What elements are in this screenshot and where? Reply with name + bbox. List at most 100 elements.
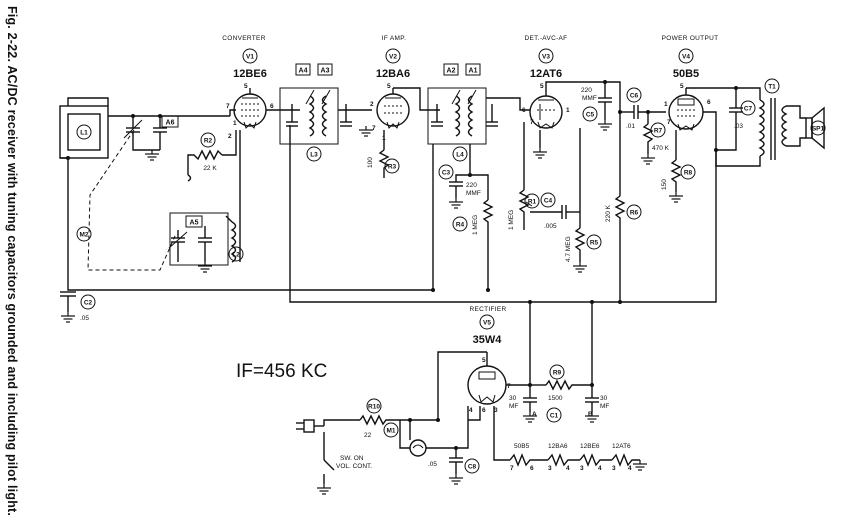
capacitor-c3: C3 220 MMF bbox=[438, 144, 481, 209]
tube-v3-type: 12AT6 bbox=[530, 68, 562, 80]
c3-value-1: 220 bbox=[466, 182, 477, 189]
tag-a2-text: A2 bbox=[447, 68, 456, 75]
tag-a5: A5 bbox=[185, 215, 203, 228]
tag-a1-text: A1 bbox=[469, 68, 478, 75]
r7-ref: R7 bbox=[654, 128, 663, 135]
tube-v4-ref: V4 bbox=[678, 48, 694, 64]
r4-ref: R4 bbox=[456, 222, 465, 229]
r10-value: 22 bbox=[364, 432, 372, 439]
capacitor-c5: C5 220 MMF bbox=[581, 82, 613, 131]
r6-ref: R6 bbox=[630, 210, 639, 217]
v1-grid-lead bbox=[229, 109, 236, 116]
c4-ref: C4 bbox=[544, 198, 553, 205]
v5-pin-4: 4 bbox=[469, 407, 473, 414]
l1-label: L1 bbox=[80, 130, 88, 137]
m2-label: M2 bbox=[76, 226, 92, 242]
capacitor-c6: C6 .01 bbox=[620, 87, 666, 130]
heater-pin-f: 4 bbox=[598, 465, 602, 472]
v4-screen-lead bbox=[703, 111, 717, 150]
oscillator-tank bbox=[168, 130, 241, 273]
r5-value: 4.7 MEG bbox=[565, 236, 572, 262]
ground-return-bus bbox=[67, 144, 489, 291]
resistor-r9: R9 1500 bbox=[530, 364, 592, 402]
b-plus-bus bbox=[289, 125, 717, 392]
c2-value: .05 bbox=[80, 315, 89, 322]
v1-pin-6: 6 bbox=[270, 103, 274, 110]
v4-pin-6: 6 bbox=[707, 99, 711, 106]
r1-value: 1 MEG bbox=[508, 210, 515, 230]
v5-cathode-lead bbox=[506, 320, 531, 386]
v4-pin-5: 5 bbox=[680, 83, 684, 90]
r4-value: 1 MEG bbox=[472, 215, 479, 235]
r8-ref: R8 bbox=[684, 170, 693, 177]
section-label-if-amp: IF AMP. bbox=[382, 35, 406, 42]
tube-v1-type: 12BE6 bbox=[233, 68, 267, 80]
tag-a6: A6 bbox=[161, 115, 179, 128]
filter-capacitor-c1b: 30 MF B bbox=[584, 392, 609, 423]
tag-a1: A1 bbox=[465, 63, 481, 76]
c5-value-1: 220 bbox=[581, 87, 592, 94]
capacitor-c8: C8 .05 bbox=[428, 448, 480, 485]
tag-a4-text: A4 bbox=[299, 68, 308, 75]
c5-ref: C5 bbox=[586, 112, 595, 119]
capacitor-c7: C7 .03 bbox=[716, 88, 756, 151]
tube-v3-ref-text: V3 bbox=[542, 54, 550, 61]
heater-pin-g: 3 bbox=[612, 465, 616, 472]
speaker-sp1: SP1 bbox=[786, 105, 826, 150]
tube-v1-envelope bbox=[233, 88, 267, 129]
v5-pin-3: 3 bbox=[494, 407, 498, 414]
c8-value: .05 bbox=[428, 461, 437, 468]
if-transformer-1 bbox=[279, 87, 372, 145]
section-label-converter: CONVERTER bbox=[222, 35, 265, 42]
sp1-label: SP1 bbox=[812, 126, 825, 133]
c1a-value: 30 bbox=[509, 395, 517, 402]
c2-ref: C2 bbox=[84, 300, 93, 307]
heater-label-12ba6: 12BA6 bbox=[548, 443, 568, 450]
l4-label-text: L4 bbox=[456, 152, 464, 159]
c1a-tag: A bbox=[532, 411, 537, 418]
v2-pin-7: 7 bbox=[372, 125, 376, 132]
heater-label-50b5: 50B5 bbox=[514, 443, 530, 450]
power-switch: SW. ON VOL. CONT. bbox=[316, 450, 372, 495]
resistor-r10: R10 22 bbox=[359, 398, 438, 439]
resistor-r2: R2 22 K bbox=[187, 130, 237, 182]
tube-v2-ref: V2 bbox=[385, 48, 401, 64]
tube-v5-envelope bbox=[467, 352, 507, 405]
r3-value: 100 bbox=[367, 157, 374, 168]
v3-ground bbox=[532, 147, 548, 159]
heater-pin-h: 4 bbox=[628, 465, 632, 472]
tuning-capacitor-antenna bbox=[123, 116, 167, 161]
resistor-r3: R3 100 bbox=[367, 130, 400, 178]
c1-label: C1 bbox=[546, 407, 562, 423]
m2-label-text: M2 bbox=[79, 232, 88, 239]
resistor-r5: R5 4.7 MEG bbox=[565, 128, 602, 273]
if-frequency-label: IF=456 KC bbox=[236, 361, 327, 382]
heater-pin-d: 4 bbox=[566, 465, 570, 472]
v2-pin-5: 5 bbox=[387, 83, 391, 90]
filter-capacitor-c1a: 30 MF A bbox=[509, 385, 538, 423]
v3-pin-7: 7 bbox=[530, 119, 534, 126]
r1-ref: R1 bbox=[528, 199, 537, 206]
tag-a3: A3 bbox=[317, 63, 333, 76]
tube-v3-ref: V3 bbox=[538, 48, 554, 64]
resistor-r8: R8 150 bbox=[661, 130, 696, 203]
power-plug bbox=[296, 419, 360, 450]
v3-pin-5: 5 bbox=[540, 83, 544, 90]
c1-label-text: C1 bbox=[550, 413, 559, 420]
tube-v4-ref-text: V4 bbox=[682, 54, 690, 61]
v5-pin-7: 7 bbox=[507, 383, 511, 390]
v2-plate-lead bbox=[393, 87, 440, 111]
tube-v4-type: 50B5 bbox=[673, 68, 699, 80]
l2-label-text: L2 bbox=[232, 252, 240, 259]
l3-label: L3 bbox=[306, 146, 322, 162]
tube-v5-ref: V5 bbox=[479, 314, 495, 330]
tube-v1-ref-text: V1 bbox=[246, 54, 254, 61]
switch-label-2: VOL. CONT. bbox=[336, 463, 372, 470]
r7-value: 470 K bbox=[652, 145, 670, 152]
c8-ref: C8 bbox=[468, 464, 477, 471]
junction-dots bbox=[66, 80, 738, 450]
v1-pin-1: 1 bbox=[233, 120, 237, 127]
v1-pin-2: 2 bbox=[228, 133, 232, 140]
tube-v1-ref: V1 bbox=[242, 48, 258, 64]
capacitor-c4: C4 .005 bbox=[530, 192, 580, 230]
